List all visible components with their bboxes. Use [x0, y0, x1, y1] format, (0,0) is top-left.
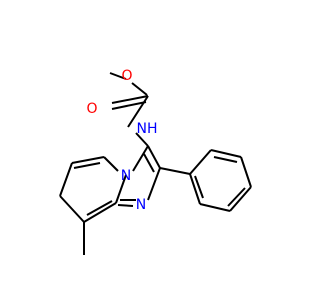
phenyl-ring — [159, 149, 252, 212]
c8-c8a-double-bond — [86, 200, 113, 216]
c5-c6-bond — [71, 156, 105, 164]
molecule-structure: O O NH N N — [59, 68, 252, 255]
carbonyl-double-bond-2 — [111, 101, 147, 110]
c7-c8-bond — [59, 195, 85, 223]
ester-oxygen-label: O — [121, 68, 132, 84]
phenyl-bond-5 — [199, 203, 231, 212]
pyridine-ring — [59, 156, 127, 255]
n-c5-bond — [103, 156, 119, 172]
phenyl-bond-2 — [210, 149, 242, 158]
carbonyl-double-bond-1 — [111, 95, 149, 104]
amine-nh-label: NH — [137, 121, 158, 137]
c8a-n-bond — [115, 174, 127, 204]
c3-n-bridge-bond — [132, 145, 149, 172]
bridgehead-nitrogen-label: N — [121, 168, 131, 184]
phenyl-bond-4 — [229, 186, 252, 212]
carbonyl-oxygen-label: O — [86, 101, 97, 117]
imidazole-ring — [117, 132, 161, 207]
methyl-o-bond — [109, 72, 127, 80]
phenyl-double-bond-4 — [227, 187, 246, 207]
phenyl-double-bond-6 — [194, 175, 204, 199]
carbonyl-carbon-nh-bond — [127, 95, 149, 128]
phenyl-bond-3 — [240, 156, 252, 188]
c8-c8a-bond — [83, 202, 117, 223]
c2-phenyl-bond — [159, 167, 191, 175]
c2-n-bond — [147, 167, 161, 201]
carbamate-group — [109, 72, 149, 128]
o-carbonyl-carbon-bond — [131, 82, 148, 96]
phenyl-double-bond-2 — [213, 156, 238, 163]
nh-c3-bond — [135, 132, 149, 147]
c3-c2-double-bond — [143, 153, 155, 173]
c5-c6-double-bond — [73, 162, 101, 169]
phenyl-bond-1 — [189, 149, 212, 175]
imidazole-nitrogen-label: N — [136, 197, 146, 213]
phenyl-bond-6 — [189, 173, 201, 205]
c6-c7-bond — [59, 162, 73, 197]
n-c8a-double-bond — [117, 204, 134, 207]
c3-c2-bond — [147, 145, 161, 169]
